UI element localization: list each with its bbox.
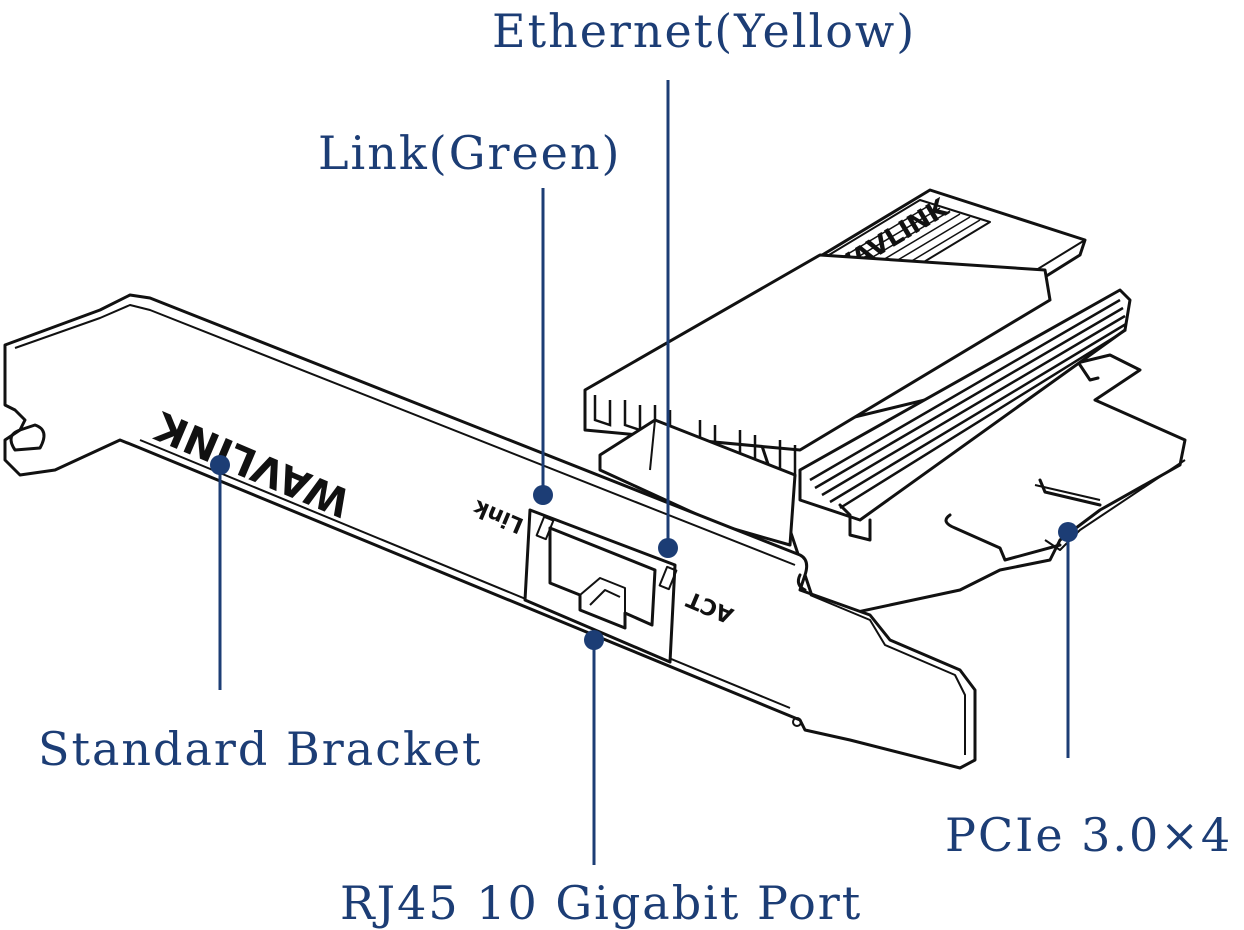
port-dot (584, 630, 604, 650)
rj45-housing (598, 418, 797, 547)
act-led (658, 565, 678, 591)
pcie-label: PCIe 3.0×4 (945, 808, 1233, 862)
pcie-dot (1058, 522, 1078, 542)
ethernet-dot (658, 538, 678, 558)
link-label: Link(Green) (318, 126, 622, 180)
bracket-label: Standard Bracket (38, 722, 483, 776)
ethernet-label: Ethernet(Yellow) (492, 4, 917, 58)
link-led (535, 515, 555, 541)
callout-leaders (210, 80, 1078, 865)
link-dot (533, 485, 553, 505)
pcb-board (758, 353, 1187, 622)
port-label: RJ45 10 Gigabit Port (340, 876, 863, 930)
bracket-dot (210, 455, 230, 475)
